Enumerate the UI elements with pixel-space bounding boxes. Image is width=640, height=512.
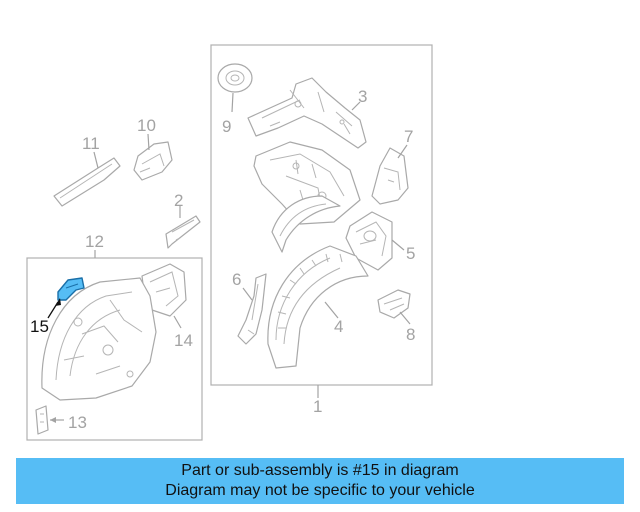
callout-14[interactable]: 14 — [174, 331, 193, 350]
part-2[interactable] — [165, 215, 201, 249]
inner-wheelhouse-panel — [41, 277, 157, 401]
callout-1[interactable]: 1 — [313, 397, 322, 416]
part-6[interactable] — [237, 273, 267, 345]
part-9[interactable] — [217, 63, 253, 93]
callout-4[interactable]: 4 — [334, 317, 343, 336]
callout-8[interactable]: 8 — [406, 325, 415, 344]
callout-6[interactable]: 6 — [232, 270, 241, 289]
callout-15[interactable]: 15 — [30, 317, 49, 336]
callout-2[interactable]: 2 — [174, 191, 183, 210]
part-3[interactable] — [247, 77, 367, 149]
callout-5[interactable]: 5 — [406, 244, 415, 263]
assembly-box-12 — [26, 257, 203, 441]
callout-12[interactable]: 12 — [85, 232, 104, 251]
banner-line-part: Part or sub-assembly is #15 in diagram — [181, 462, 459, 479]
callout-9[interactable]: 9 — [222, 117, 231, 136]
callout-7[interactable]: 7 — [404, 127, 413, 146]
part-7[interactable] — [371, 147, 409, 205]
part-4[interactable] — [267, 245, 369, 369]
upper-wheelhouse-arch — [271, 195, 341, 253]
callout-3[interactable]: 3 — [358, 87, 367, 106]
part-11[interactable] — [53, 157, 121, 207]
part-10[interactable] — [133, 141, 173, 181]
callout-13[interactable]: 13 — [68, 413, 87, 432]
part-13[interactable] — [35, 405, 49, 435]
part-5[interactable] — [345, 211, 393, 271]
callout-10[interactable]: 10 — [137, 116, 156, 135]
part-8[interactable] — [377, 289, 411, 319]
callout-11[interactable]: 11 — [82, 134, 100, 153]
banner-line-disclaimer: Diagram may not be specific to your vehi… — [165, 482, 475, 499]
info-banner: Part or sub-assembly is #15 in diagram D… — [16, 458, 624, 504]
assembly-box-1 — [210, 44, 433, 386]
